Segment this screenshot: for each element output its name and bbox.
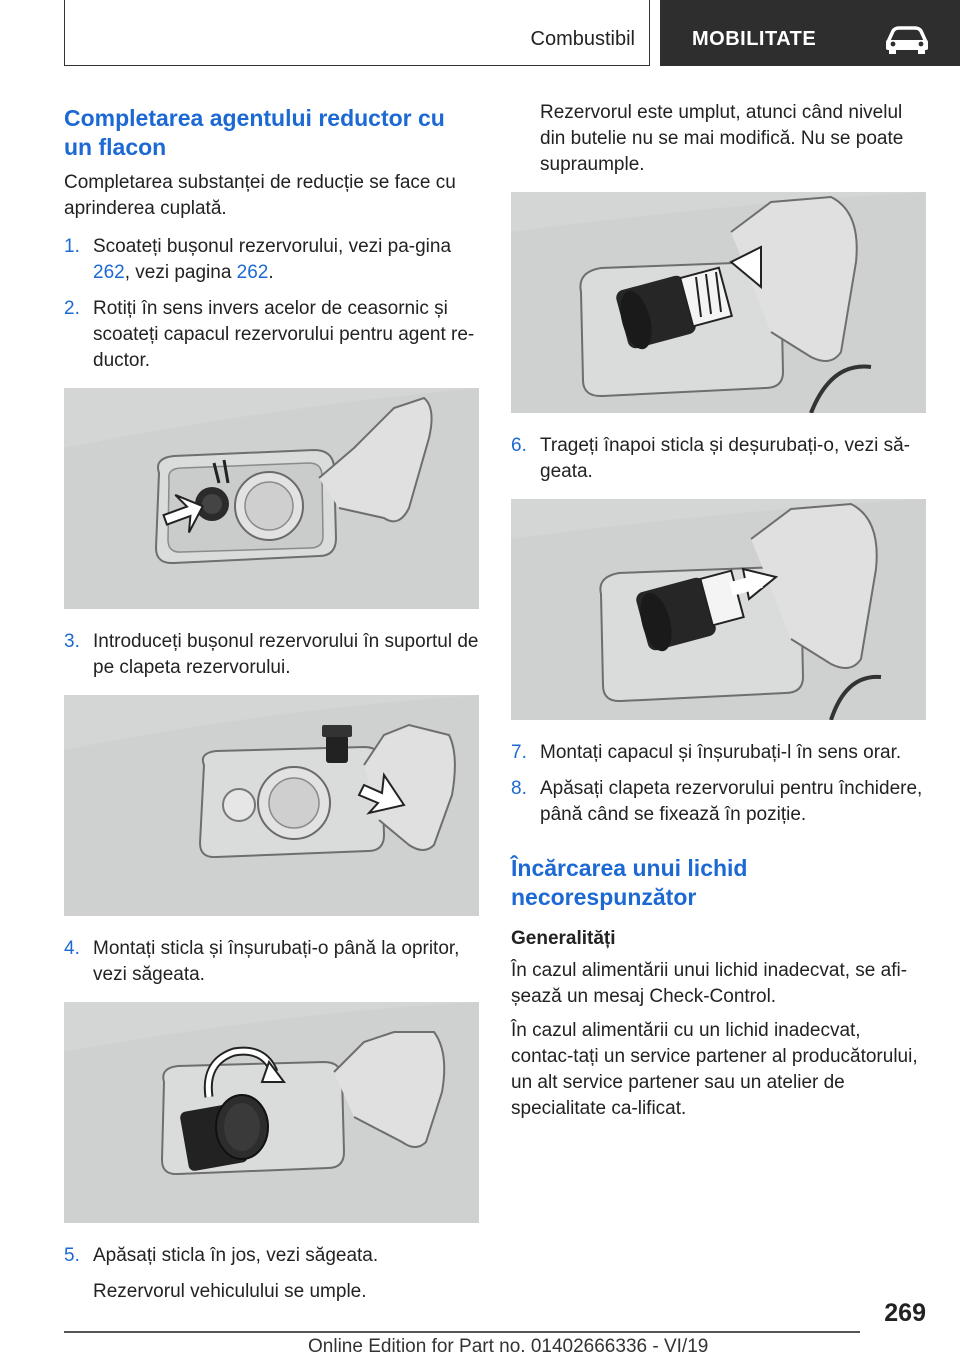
header-section-title: Combustibil (530, 28, 635, 50)
left-column: Completarea agentului reductor cu un fla… (64, 100, 479, 1313)
car-icon (886, 26, 928, 54)
step-7: 7. Montați capacul și înșurubați-l în se… (511, 740, 926, 766)
step-6: 6. Trageți înapoi sticla și deșurubați-o… (511, 433, 926, 485)
subsection-title-general: Generalități (511, 928, 616, 949)
step-4: 4. Montați sticla și înșurubați-o până l… (64, 936, 479, 988)
illustration-screw-bottle (64, 1002, 479, 1223)
step-2: 2. Rotiți în sens invers acelor de ceaso… (64, 296, 479, 374)
section-title-reductant: Completarea agentului reductor cu un fla… (64, 105, 445, 160)
step-3: 3. Introduceți bușonul rezervorului în s… (64, 629, 479, 681)
chapter-label: MOBILITATE (692, 28, 817, 50)
step-number: 8. (511, 778, 527, 799)
step-text: Scoateți bușonul rezervorului, vezi pa‐g… (93, 236, 452, 257)
page-number: 269 (884, 1299, 926, 1327)
illustration-pull-back-bottle (511, 499, 926, 720)
header-chapter-tab: MOBILITATE (660, 0, 960, 66)
step-text: Apăsați clapeta rezervorului pentru înch… (540, 778, 923, 825)
step-8: 8. Apăsați clapeta rezervorului pentru î… (511, 776, 926, 828)
step-number: 4. (64, 938, 80, 959)
step-number: 1. (64, 236, 80, 257)
step-1: 1. Scoateți bușonul rezervorului, vezi p… (64, 234, 479, 286)
illustration-insert-cap-holder (64, 695, 479, 916)
general-paragraph-2: În cazul alimentării cu un lichid inadec… (511, 1020, 918, 1119)
section-title-wrong-fluid: Încărcarea unui lichid necorespunzător (511, 855, 748, 910)
right-column: Rezervorul este umplut, atunci când nive… (511, 100, 926, 1130)
footer-edition: Online Edition for Part no. 01402666336 … (308, 1336, 709, 1357)
step-number: 6. (511, 435, 527, 456)
header-section-box: Combustibil (64, 0, 650, 66)
illustration-remove-cap (64, 388, 479, 609)
step-text: Rotiți în sens invers acelor de ceasorni… (93, 298, 475, 371)
step-text: Apăsați sticla în jos, vezi săgeata. (93, 1245, 379, 1266)
step-text: , vezi pagina (124, 262, 237, 283)
step-number: 7. (511, 742, 527, 763)
step-text: Trageți înapoi sticla și deșurubați-o, v… (540, 435, 910, 482)
step-number: 5. (64, 1245, 80, 1266)
page-link-262[interactable]: 262 (93, 262, 125, 283)
step-5: 5. Apăsați sticla în jos, vezi săgeata. (64, 1243, 479, 1269)
general-paragraph-1: În cazul alimentării unui lichid inadecv… (511, 960, 908, 1007)
footer-divider (64, 1331, 860, 1333)
step-5-note: Rezervorul vehiculului se umple. (93, 1281, 367, 1302)
step-5-continuation: Rezervorul este umplut, atunci când nive… (540, 102, 904, 175)
step-text: . (268, 262, 274, 283)
step-text: Montați capacul și înșurubați-l în sens … (540, 742, 902, 763)
step-text: Introduceți bușonul rezervorului în supo… (93, 631, 479, 678)
step-text: Montați sticla și înșurubați-o până la o… (93, 938, 460, 985)
page-link-262[interactable]: 262 (236, 262, 269, 283)
step-number: 2. (64, 298, 80, 319)
illustration-filling (511, 192, 926, 413)
step-number: 3. (64, 631, 80, 652)
intro-paragraph: Completarea substanței de reducție se fa… (64, 172, 456, 219)
